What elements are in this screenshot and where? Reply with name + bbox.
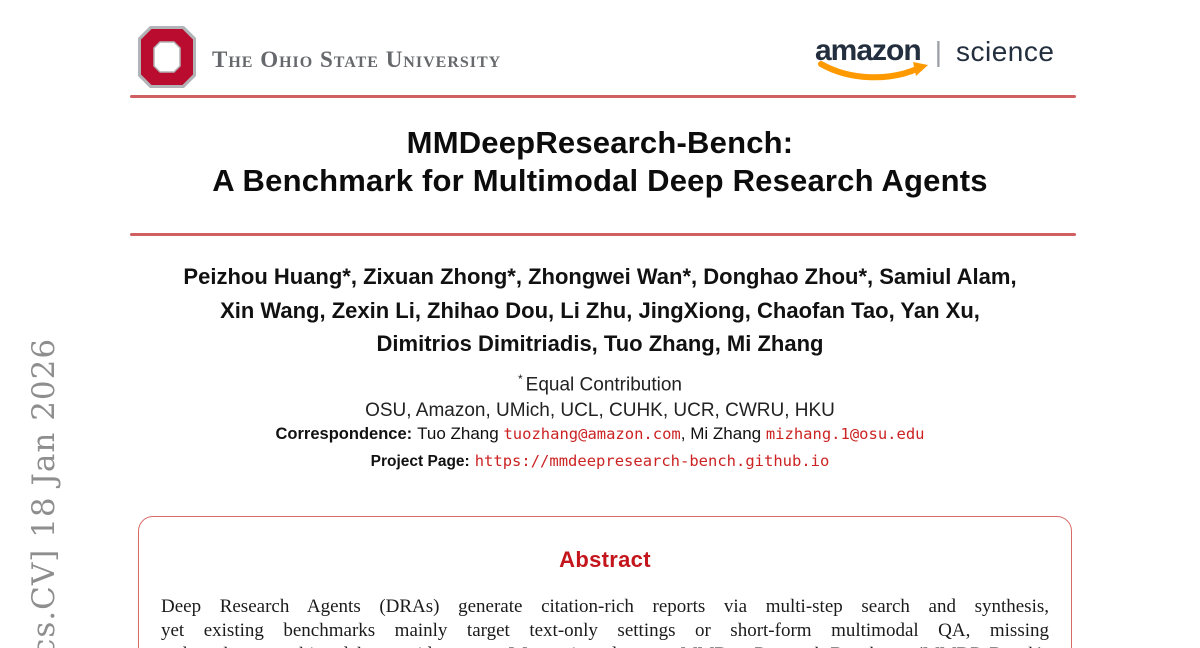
osu-block-o-icon xyxy=(138,26,196,93)
amazon-smile-icon xyxy=(817,61,929,88)
correspondence-email-link[interactable]: tuozhang@amazon.com xyxy=(503,425,681,443)
logo-divider: | xyxy=(934,36,942,67)
correspondent-name: Tuo Zhang xyxy=(417,424,499,443)
correspondent-name: Mi Zhang xyxy=(690,424,762,443)
project-page-link[interactable]: https://mmdeepresearch-bench.github.io xyxy=(474,452,830,470)
separator: , xyxy=(680,424,686,443)
abstract-heading: Abstract xyxy=(559,547,651,572)
abstract-line: yet existing benchmarks mainly target te… xyxy=(161,620,1049,641)
osu-wordmark: The Ohio State University xyxy=(212,46,502,72)
title-rule xyxy=(130,233,1076,236)
project-page-label: Project Page: xyxy=(370,453,470,470)
paper-title-line2: A Benchmark for Multimodal Deep Research… xyxy=(212,163,988,198)
correspondence-label: Correspondence: xyxy=(275,425,413,443)
asterisk-marker: * xyxy=(518,372,523,386)
paper-title: MMDeepResearch-Bench: A Benchmark for Mu… xyxy=(0,124,1200,200)
amazon-science-label: science xyxy=(955,36,1055,67)
paper-title-line1: MMDeepResearch-Bench: xyxy=(406,125,794,160)
correspondence-email-link[interactable]: mizhang.1@osu.edu xyxy=(765,425,925,443)
abstract-line: Deep Research Agents (DRAs) generate cit… xyxy=(161,596,1049,617)
author-notes: *Equal Contribution OSU, Amazon, UMich, … xyxy=(0,366,1200,424)
abstract-line: web-scale multimodal evidence. We introd… xyxy=(161,643,1049,648)
osu-logo-group: The Ohio State University xyxy=(138,26,501,93)
amazon-wordmark: amazon xyxy=(815,34,922,67)
equal-contribution-note: *Equal Contribution xyxy=(0,366,1200,398)
author-line: Peizhou Huang*, Zixuan Zhong*, Zhongwei … xyxy=(183,264,1017,289)
equal-contribution-label: Equal Contribution xyxy=(525,374,682,396)
author-line: Xin Wang, Zexin Li, Zhihao Dou, Li Zhu, … xyxy=(220,297,980,323)
author-line: Dimitrios Dimitriadis, Tuo Zhang, Mi Zha… xyxy=(376,331,824,356)
abstract-box: Abstract Deep Research Agents (DRAs) gen… xyxy=(138,516,1072,648)
abstract-text: Deep Research Agents (DRAs) generate cit… xyxy=(161,595,1049,648)
affiliations: OSU, Amazon, UMich, UCL, CUHK, UCR, CWRU… xyxy=(365,400,835,422)
header-rule xyxy=(130,95,1076,98)
author-list: Peizhou Huang*, Zixuan Zhong*, Zhongwei … xyxy=(0,260,1200,361)
correspondence-line: Correspondence:Tuo Zhang tuozhang@amazon… xyxy=(0,424,1200,444)
project-page-line: Project Page:https://mmdeepresearch-benc… xyxy=(0,452,1200,471)
amazon-science-logo-group: amazon | science xyxy=(815,34,1055,81)
